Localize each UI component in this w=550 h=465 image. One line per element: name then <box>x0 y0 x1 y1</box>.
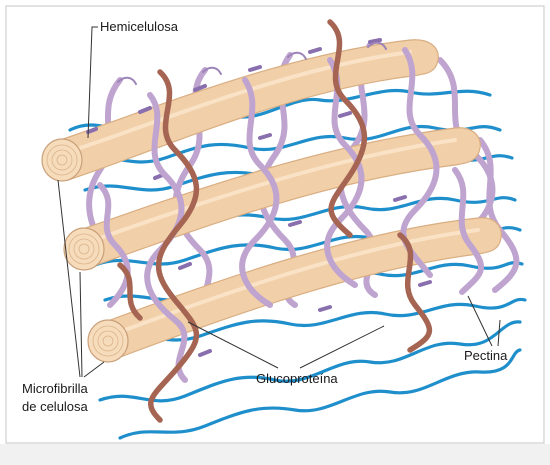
bottom-strip <box>0 444 550 465</box>
label-microfibrilla-line2: de celulosa <box>22 399 89 414</box>
label-microfibrilla-line1: Microfibrilla <box>22 381 89 396</box>
hemicellulose-mark <box>88 129 96 132</box>
label-hemicelulosa: Hemicelulosa <box>100 19 179 34</box>
label-pectina: Pectina <box>464 348 508 363</box>
hemicellulose-mark <box>370 40 380 42</box>
label-glucoproteina: Glucoproteína <box>256 371 338 386</box>
